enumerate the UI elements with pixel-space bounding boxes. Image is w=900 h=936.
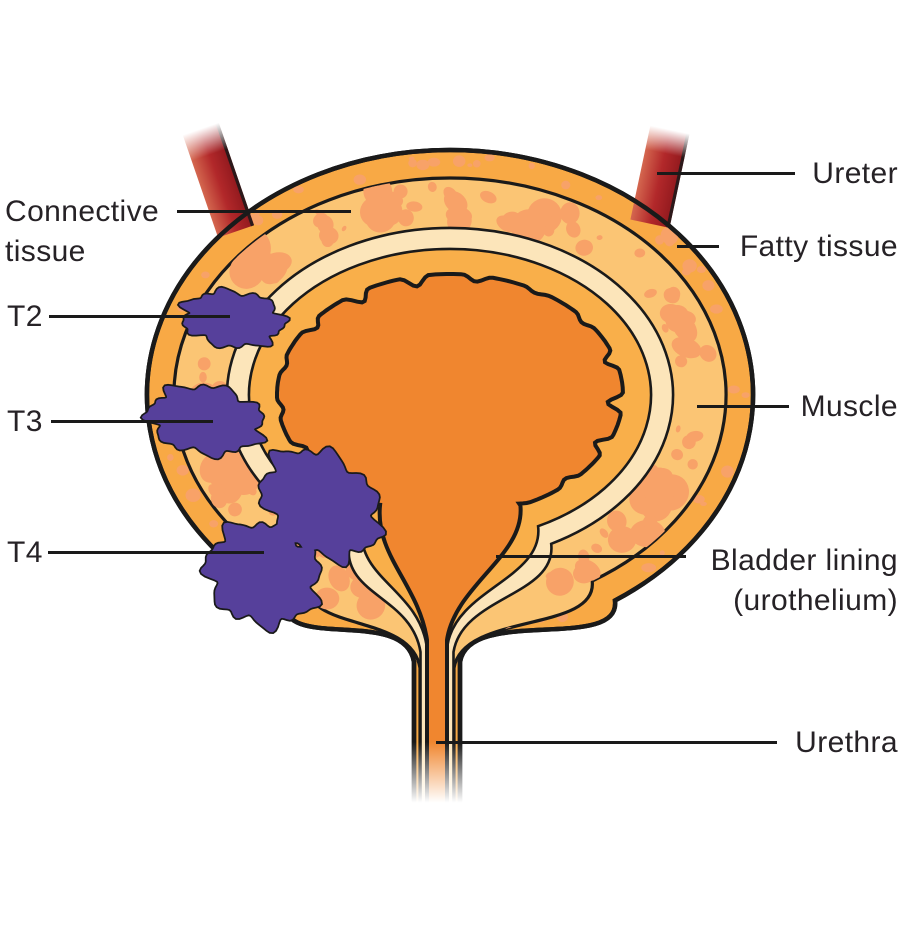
tumor-t4 xyxy=(198,445,387,634)
leader-ureter xyxy=(657,172,795,175)
ureter-right xyxy=(630,113,693,228)
label-connective-tissue-line1: Connective xyxy=(5,195,160,228)
leader-t2 xyxy=(49,315,230,318)
label-ureter: Ureter xyxy=(812,157,898,190)
bladder-outline-overlay xyxy=(144,147,756,809)
ureter-left xyxy=(177,109,255,238)
label-t2: T2 xyxy=(7,300,43,333)
leader-t4 xyxy=(48,551,264,554)
label-bladder-lining: Bladder lining (urothelium) xyxy=(711,541,898,621)
leader-connective-tissue xyxy=(177,210,351,213)
label-urethra: Urethra xyxy=(795,726,898,759)
urethra-fade xyxy=(398,742,478,826)
label-t4: T4 xyxy=(7,536,43,569)
leader-bladder-lining xyxy=(496,555,686,558)
label-bladder-lining-line2: (urothelium) xyxy=(733,584,898,617)
leader-urethra xyxy=(436,741,777,744)
label-bladder-lining-line1: Bladder lining xyxy=(710,544,898,577)
leader-fatty-tissue xyxy=(677,245,719,248)
tumor-t2 xyxy=(176,285,291,350)
leader-t3 xyxy=(51,420,213,423)
leader-muscle xyxy=(697,405,789,408)
label-muscle: Muscle xyxy=(800,390,898,423)
label-connective-tissue: Connective tissue xyxy=(5,192,159,272)
label-connective-tissue-line2: tissue xyxy=(5,235,86,268)
label-fatty-tissue: Fatty tissue xyxy=(739,230,898,263)
label-t3: T3 xyxy=(7,405,43,438)
